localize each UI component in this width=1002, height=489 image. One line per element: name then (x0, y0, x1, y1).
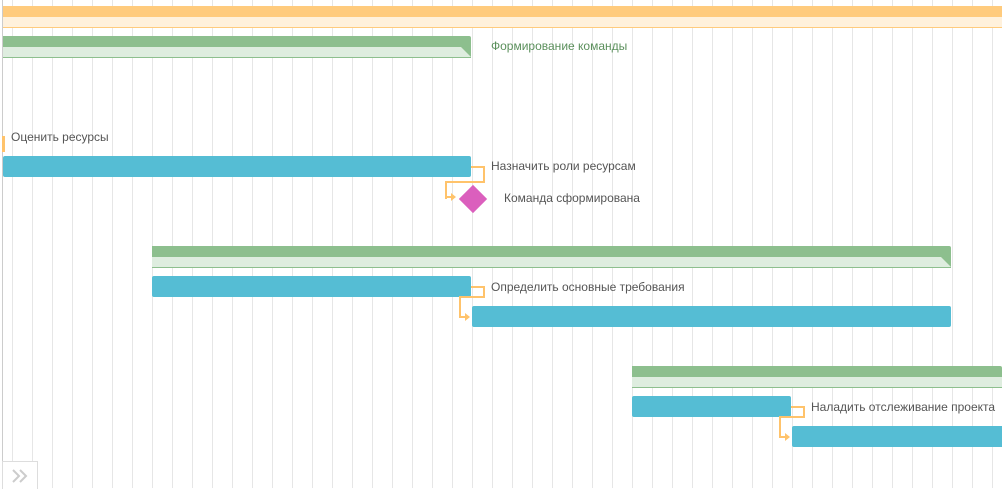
task-bar[interactable] (152, 276, 471, 297)
project-bar-progress (3, 17, 1002, 28)
link-connector (445, 181, 485, 199)
link-connector (471, 286, 485, 298)
project-bar[interactable] (3, 6, 1002, 17)
summary-bar-team-formation[interactable] (3, 36, 471, 58)
link-connector (459, 316, 465, 318)
link-connector (2, 136, 5, 152)
task-bar-define-requirements[interactable] (472, 306, 951, 327)
link-connector (779, 416, 805, 438)
grid-left-border (2, 0, 3, 488)
task-bar[interactable] (632, 396, 791, 417)
task-label-assign-roles: Назначить роли ресурсам (491, 159, 636, 173)
link-connector (779, 436, 785, 438)
link-arrow-icon (451, 193, 456, 201)
task-label-setup-tracking: Наладить отслеживание проекта (811, 400, 996, 414)
summary-label-team-formation: Формирование команды (491, 39, 628, 53)
link-connector (459, 296, 485, 318)
milestone-label-team-formed: Команда сформирована (504, 191, 640, 205)
task-bar-assign-roles[interactable] (3, 156, 471, 177)
link-connector (471, 166, 485, 183)
link-arrow-icon (785, 433, 790, 441)
expand-panel-button[interactable] (2, 461, 38, 489)
link-arrow-icon (465, 313, 470, 321)
link-connector (445, 196, 451, 198)
summary-bar-tracking[interactable] (632, 366, 1002, 388)
task-bar-setup-tracking[interactable] (792, 426, 1002, 447)
task-label-define-requirements: Определить основные требования (491, 280, 685, 294)
task-label-assess-resources: Оценить ресурсы (11, 130, 109, 144)
summary-bar-requirements[interactable] (152, 246, 951, 268)
double-chevron-right-icon (12, 468, 28, 483)
link-connector (791, 406, 805, 418)
